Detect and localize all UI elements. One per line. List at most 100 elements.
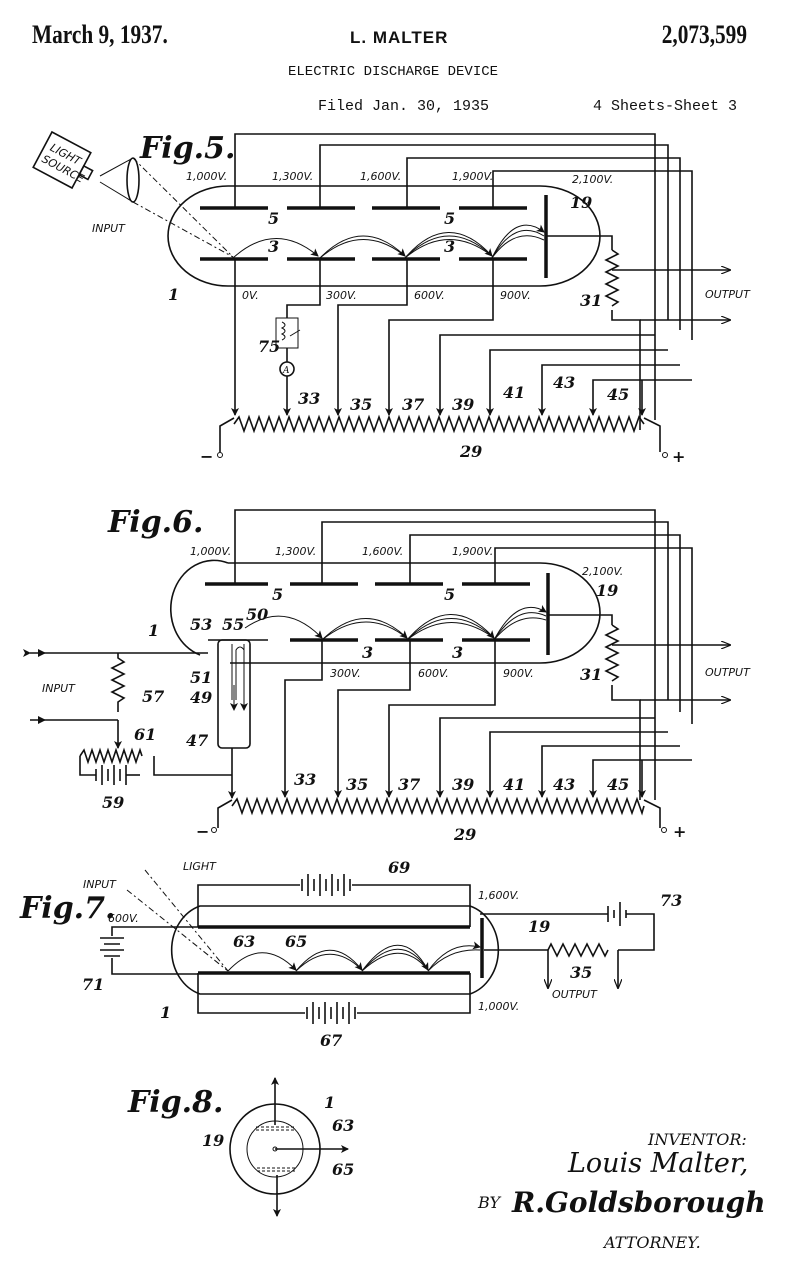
fig8-title: Fig.8. bbox=[127, 1085, 223, 1120]
fig5-title: Fig.5. bbox=[139, 131, 235, 166]
figure-5: Fig.5. LIGHT SOURCE INPUT 1 bbox=[32, 130, 751, 466]
fig5-v-300: 300V. bbox=[326, 289, 357, 302]
fig6-v-600: 600V. bbox=[418, 667, 449, 680]
fig7-battery-71 bbox=[100, 937, 124, 957]
fig5-tap-labels: 33 35 37 39 41 43 45 bbox=[298, 373, 629, 414]
fig5-resistor-31 bbox=[604, 249, 620, 307]
by-label: BY bbox=[477, 1193, 501, 1212]
fig6-ref-47: 47 bbox=[186, 731, 208, 750]
patent-number: 2,073,599 bbox=[661, 20, 747, 49]
fig5-ref-5a: 5 bbox=[268, 209, 279, 228]
attorney-signature: R.Goldsborough bbox=[511, 1186, 766, 1219]
fig5-v-1900: 1,900V. bbox=[452, 170, 493, 183]
fig8-ref-19: 19 bbox=[202, 1131, 224, 1150]
fig6-ref-3a: 3 bbox=[362, 643, 373, 662]
fig6-battery-59 bbox=[95, 765, 140, 785]
fig6-output-label: OUTPUT bbox=[705, 666, 751, 679]
svg-text:39: 39 bbox=[452, 395, 474, 414]
fig7-ref-19: 19 bbox=[528, 917, 550, 936]
svg-text:33: 33 bbox=[298, 389, 320, 408]
fig5-voltage-divider bbox=[233, 414, 645, 434]
fig5-v-1300: 1,300V. bbox=[272, 170, 313, 183]
fig8-ref-65: 65 bbox=[332, 1160, 354, 1179]
fig5-ref-3a: 3 bbox=[268, 237, 279, 256]
svg-text:41: 41 bbox=[503, 775, 525, 794]
inventor-name: Louis Malter, bbox=[567, 1148, 748, 1179]
fig7-input-label: INPUT bbox=[83, 878, 117, 891]
fig7-output-label: OUTPUT bbox=[552, 988, 598, 1001]
fig7-battery-69 bbox=[300, 874, 352, 896]
fig6-plus: + bbox=[673, 822, 686, 841]
svg-text:33: 33 bbox=[294, 770, 316, 789]
fig6-ref-50: 50 bbox=[246, 605, 268, 624]
fig5-plus: + bbox=[672, 447, 685, 466]
fig5-ref-75: 75 bbox=[258, 337, 280, 356]
fig7-ref-69: 69 bbox=[388, 858, 410, 877]
fig6-resistor-31 bbox=[604, 624, 620, 682]
lens-icon bbox=[126, 157, 140, 203]
inventor-label: INVENTOR: bbox=[647, 1130, 747, 1149]
fig7-ref-63: 63 bbox=[233, 932, 255, 951]
fig6-v-1900: 1,900V. bbox=[452, 545, 493, 558]
figure-6: Fig.6. 1 1,000V. 1,300V. 1,600V. 1,900V.… bbox=[23, 505, 751, 844]
fig6-ref-57: 57 bbox=[142, 687, 164, 706]
fig6-ref-29: 29 bbox=[453, 825, 476, 844]
ammeter-label: A bbox=[282, 366, 290, 376]
fig6-potentiometer-61 bbox=[79, 747, 143, 765]
fig6-v-1000: 1,000V. bbox=[190, 545, 231, 558]
fig7-ref-1: 1 bbox=[160, 1003, 171, 1022]
fig6-ref-1: 1 bbox=[148, 621, 159, 640]
fig5-envelope bbox=[167, 185, 601, 287]
fig5-input-label: INPUT bbox=[92, 222, 126, 235]
fig6-v-900: 900V. bbox=[503, 667, 534, 680]
svg-text:35: 35 bbox=[346, 775, 368, 794]
fig6-ref-3b: 3 bbox=[452, 643, 463, 662]
fig7-ref-35: 35 bbox=[570, 963, 592, 982]
fig6-envelope bbox=[170, 559, 601, 664]
fig7-light-label: LIGHT bbox=[183, 860, 217, 873]
svg-text:35: 35 bbox=[350, 395, 372, 414]
fig7-ref-67: 67 bbox=[320, 1031, 342, 1050]
fig7-ref-65: 65 bbox=[285, 932, 307, 951]
fig6-ref-59: 59 bbox=[102, 793, 124, 812]
sheet-count: 4 Sheets-Sheet 3 bbox=[592, 98, 737, 115]
fig7-v-1600: 1,600V. bbox=[478, 889, 519, 902]
fig7-battery-67 bbox=[305, 1002, 357, 1024]
fig7-resistor-35 bbox=[547, 942, 609, 958]
svg-text:39: 39 bbox=[452, 775, 474, 794]
fig6-ref-5a: 5 bbox=[272, 585, 283, 604]
fig6-ref-5b: 5 bbox=[444, 585, 455, 604]
fig7-battery-73 bbox=[607, 902, 627, 926]
fig6-cathode-assembly bbox=[208, 639, 268, 749]
patent-title: ELECTRIC DISCHARGE DEVICE bbox=[288, 64, 499, 80]
fig7-ref-71: 71 bbox=[82, 975, 104, 994]
fig6-ref-31: 31 bbox=[580, 665, 602, 684]
fig5-v-900: 900V. bbox=[500, 289, 531, 302]
fig6-v-300: 300V. bbox=[330, 667, 361, 680]
fig6-voltage-divider bbox=[231, 796, 645, 816]
fig6-minus: − bbox=[196, 822, 209, 841]
fig8-ref-1: 1 bbox=[324, 1093, 335, 1112]
fig5-ref-3b: 3 bbox=[444, 237, 455, 256]
fig7-v-1000: 1,000V. bbox=[478, 1000, 519, 1013]
fig6-ref-49: 49 bbox=[190, 688, 212, 707]
inventor-short-name: L. MALTER bbox=[350, 28, 449, 47]
fig6-ref-19: 19 bbox=[596, 581, 618, 600]
svg-text:45: 45 bbox=[607, 775, 629, 794]
fig7-ref-73: 73 bbox=[660, 891, 682, 910]
fig6-tap-labels: 33 35 37 39 41 43 45 bbox=[294, 770, 629, 794]
patent-date: March 9, 1937. bbox=[32, 20, 168, 49]
fig6-ref-61: 61 bbox=[134, 725, 156, 744]
light-source-icon: LIGHT SOURCE bbox=[32, 130, 94, 190]
fig6-v-1600: 1,600V. bbox=[362, 545, 403, 558]
fig7-v-600: 600V. bbox=[108, 912, 139, 925]
fig5-ref-31: 31 bbox=[580, 291, 602, 310]
svg-text:43: 43 bbox=[553, 775, 575, 794]
svg-text:41: 41 bbox=[503, 383, 525, 402]
svg-text:37: 37 bbox=[398, 775, 420, 794]
fig5-v-2100: 2,100V. bbox=[572, 173, 613, 186]
fig7-envelope bbox=[170, 905, 500, 995]
fig6-ref-53: 53 bbox=[190, 615, 212, 634]
svg-text:43: 43 bbox=[553, 373, 575, 392]
